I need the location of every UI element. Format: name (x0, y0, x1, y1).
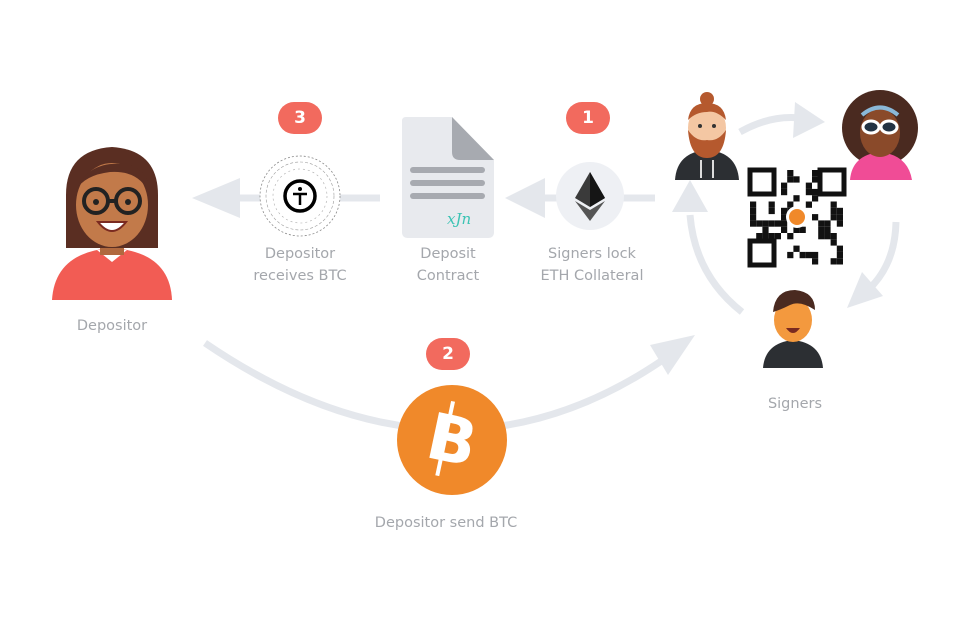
qr-module (824, 226, 831, 233)
qr-module (830, 201, 837, 208)
qr-module (812, 176, 819, 183)
qr-module (762, 226, 769, 233)
qr-module (830, 233, 837, 240)
qr-module (781, 214, 788, 221)
qr-module (787, 170, 794, 177)
tbtc-icon (259, 155, 341, 237)
qr-module (812, 170, 819, 177)
deposit-contract-document-icon: xJn (402, 117, 494, 238)
qr-module (768, 220, 775, 227)
qr-module (799, 251, 806, 259)
qr-module (836, 258, 843, 265)
signers-cycle-arrows (672, 102, 900, 315)
qr-module (830, 207, 837, 215)
step-1-label: Signers lock ETH Collateral (512, 243, 672, 287)
qr-module (750, 207, 757, 215)
qr-module (768, 233, 775, 240)
qr-module (781, 188, 788, 196)
qr-module (768, 207, 775, 215)
qr-module (774, 233, 781, 240)
qr-module (812, 214, 819, 221)
qr-module (787, 176, 794, 183)
signer-avatar-man (675, 92, 739, 180)
depositor-label: Depositor (76, 318, 148, 334)
qr-module (812, 195, 819, 202)
qr-module (756, 233, 763, 240)
step-2-label: Depositor send BTC (374, 515, 518, 531)
qr-module (793, 176, 800, 183)
qr-module (774, 220, 781, 227)
qr-module (805, 251, 812, 259)
qr-module (768, 201, 775, 208)
signature: xJn (447, 210, 471, 228)
qr-module (756, 220, 763, 227)
step-3-label-line2: receives BTC (253, 268, 347, 284)
qr-module (781, 182, 788, 189)
qr-module (830, 258, 837, 265)
qr-module (793, 245, 800, 252)
step-3-badge: 3 (278, 102, 322, 134)
qr-module (824, 233, 831, 240)
depositor-avatar (52, 147, 172, 300)
qr-module (793, 226, 800, 233)
qr-module (812, 258, 819, 265)
signers-label: Signers (767, 396, 823, 412)
qr-module (836, 220, 843, 227)
qr-module (812, 251, 819, 259)
qr-module (750, 201, 757, 208)
contract-label: Deposit Contract (368, 243, 528, 287)
step-3-label-line1: Depositor (264, 246, 336, 262)
qr-module (805, 201, 812, 208)
contract-label-line2: Contract (416, 268, 480, 284)
qr-module (762, 233, 769, 240)
step-3-label: Depositor receives BTC (220, 243, 380, 287)
signer-avatar-woman (842, 90, 918, 180)
qr-module (818, 226, 825, 233)
qr-module (781, 220, 788, 227)
qr-module (787, 251, 794, 259)
step-1-label-line1: Signers lock (548, 246, 636, 262)
contract-label-line1: Deposit (420, 246, 476, 262)
qr-module (805, 188, 812, 196)
qr-module (762, 220, 769, 227)
qr-module (787, 201, 794, 208)
step-2-badge: 2 (426, 338, 470, 370)
qr-module (836, 207, 843, 215)
step-1-label-line2: ETH Collateral (540, 268, 644, 284)
qr-module (830, 214, 837, 221)
qr-module (824, 220, 831, 227)
qr-module (793, 195, 800, 202)
qr-module (805, 182, 812, 189)
signer-avatar-boy (763, 290, 823, 368)
qr-module (781, 207, 788, 215)
qr-module (787, 233, 794, 240)
bitcoin-icon: B (397, 385, 507, 495)
qr-module (750, 214, 757, 221)
qr-module (836, 251, 843, 259)
qr-module (781, 226, 788, 233)
qr-module (830, 239, 837, 246)
qr-module (836, 214, 843, 221)
step-1-badge: 1 (566, 102, 610, 134)
qr-code (747, 167, 847, 268)
qr-module (750, 220, 757, 227)
ethereum-icon (556, 162, 624, 230)
qr-module (818, 233, 825, 240)
qr-module (799, 226, 806, 233)
qr-module (836, 245, 843, 252)
qr-module (818, 220, 825, 227)
qr-module (812, 188, 819, 196)
